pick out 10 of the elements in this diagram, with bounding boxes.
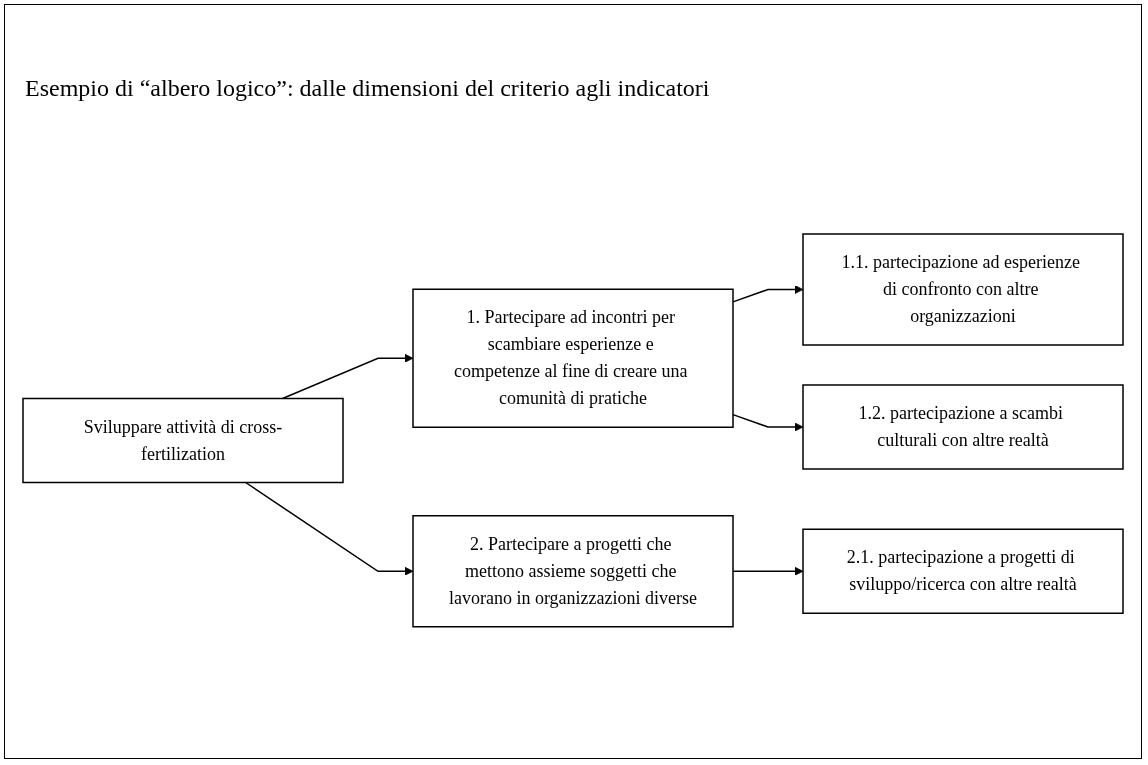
frame-border: Esempio di “albero logico”: dalle dimensioni del criterio agli indicatori Sviluppare attività di cross-fertilization 1. Partecipare ad incontri per scambiare esperienze e competenze al fine di creare una comunità di pratiche 1.1. partecipazione ad esperienze di confronto con altre organizzazioni 1.2. partecipazione a scambi culturali con altre realtà 2. Partecipare a progetti che mettono assieme soggetti che lavorano in organizzazioni diverse 2.1. partecipazione a progetti di sviluppo/ricerca con altre realtà (4, 4, 1142, 759)
title: Esempio di “albero logico”: dalle dimensioni del criterio agli indicatori (25, 75, 711, 102)
node-box (802, 528, 1124, 614)
node-box (802, 232, 1124, 346)
arrow (281, 353, 414, 399)
node-box (412, 514, 734, 628)
arrow (244, 481, 414, 576)
node-box (22, 397, 344, 483)
node-box (802, 383, 1124, 470)
node-box (412, 288, 734, 428)
